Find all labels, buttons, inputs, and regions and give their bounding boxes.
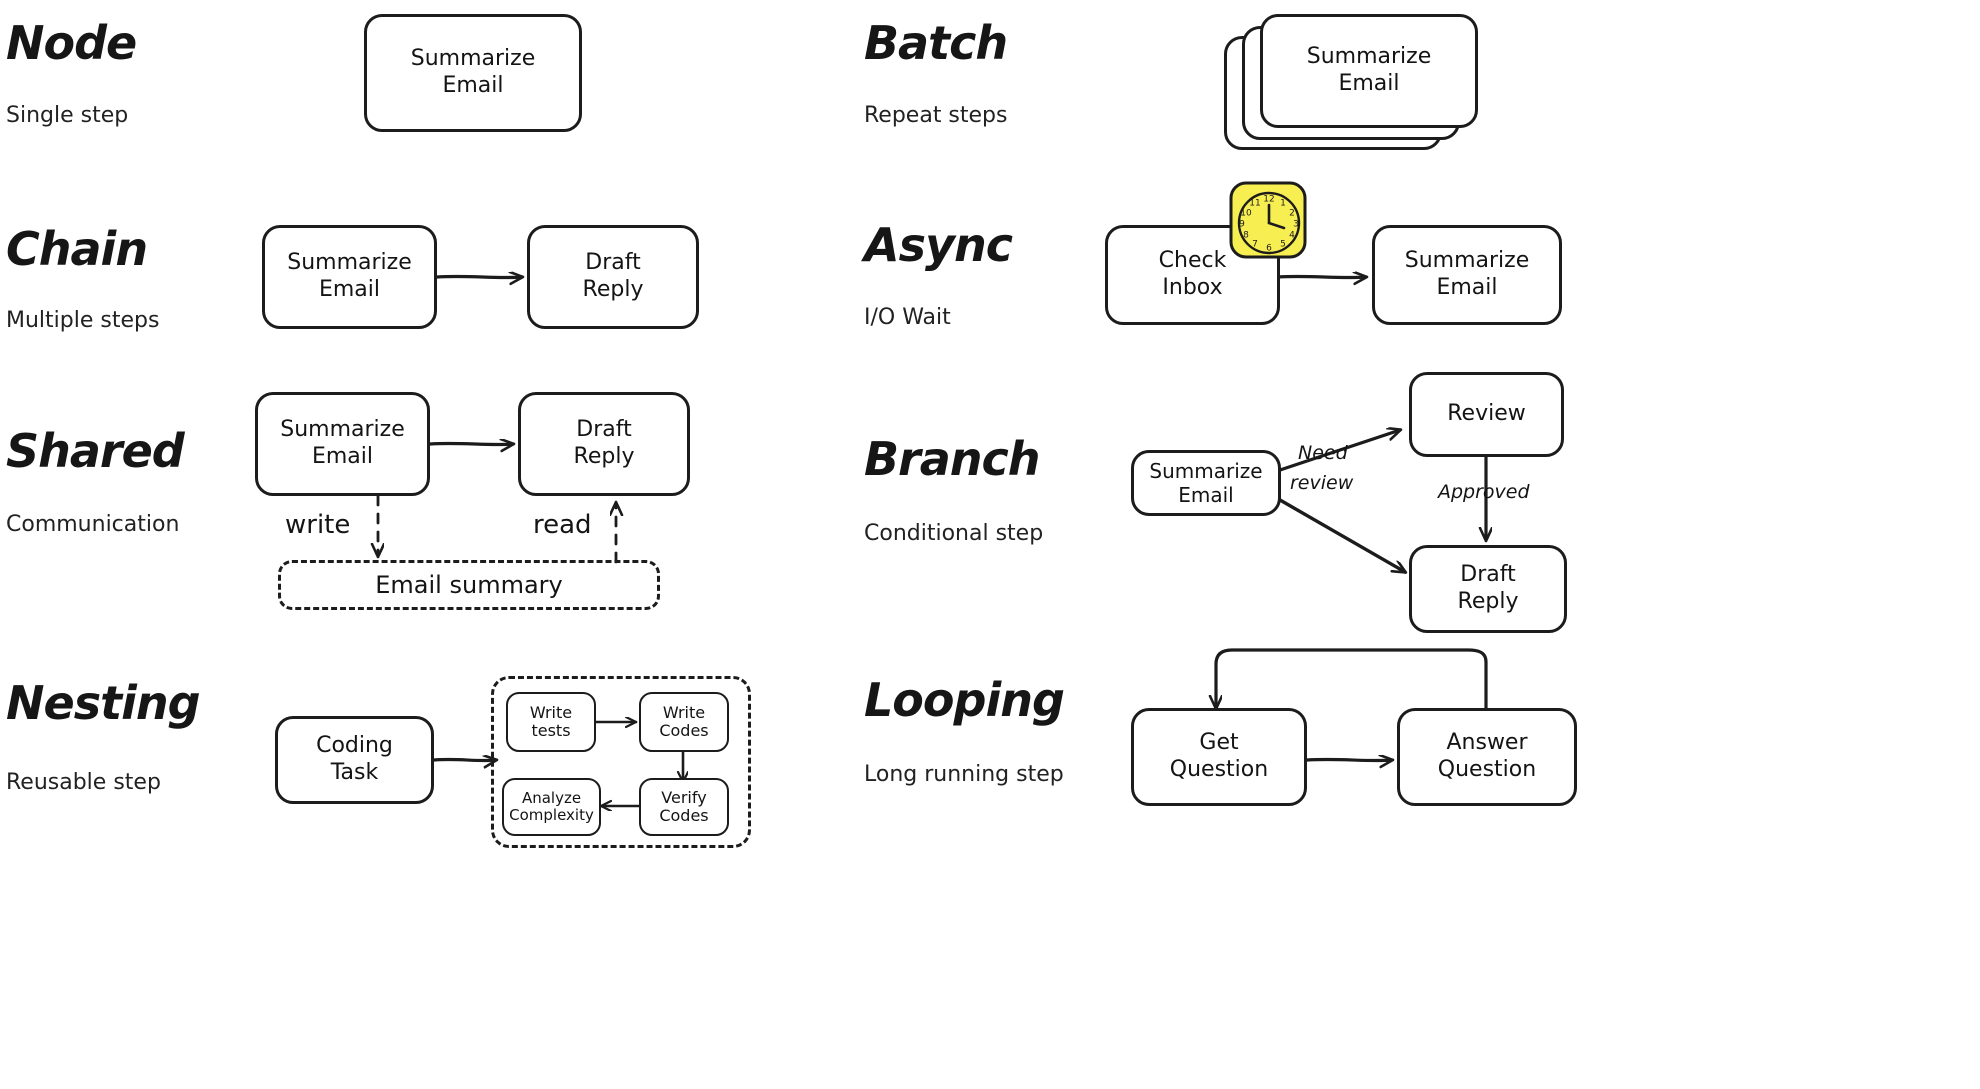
node-label: Analyze Complexity [509, 788, 594, 824]
node-label: Write tests [529, 702, 573, 740]
node-draft-reply-chain[interactable]: Draft Reply [527, 225, 699, 329]
svg-text:3: 3 [1293, 220, 1299, 230]
node-label: Check Inbox [1158, 248, 1227, 300]
node-write-codes[interactable]: Write Codes [639, 692, 729, 752]
shared-store-label: Email summary [375, 571, 563, 599]
svg-text:10: 10 [1240, 209, 1252, 219]
row-title-branch: Branch [864, 432, 1041, 486]
row-subtitle-batch: Repeat steps [864, 103, 1008, 128]
node-summarize-email-chain[interactable]: Summarize Email [262, 225, 437, 329]
svg-text:8: 8 [1243, 231, 1249, 241]
node-label: Summarize Email [1404, 248, 1530, 300]
node-label: Review [1447, 401, 1526, 427]
row-subtitle-looping: Long running step [864, 762, 1064, 787]
node-label: Draft Reply [582, 250, 644, 302]
edge-label-read: read [533, 510, 592, 540]
row-title-nesting: Nesting [6, 676, 201, 730]
svg-text:12: 12 [1263, 195, 1274, 205]
node-label: Answer Question [1437, 730, 1537, 782]
edge-async-inbox-to-summarize [1276, 276, 1366, 277]
edge-shared-summarize-to-draft [428, 443, 513, 444]
node-summarize-email-async[interactable]: Summarize Email [1372, 225, 1562, 325]
shared-store-email-summary[interactable]: Email summary [278, 560, 660, 610]
svg-text:2: 2 [1289, 209, 1295, 219]
nesting-subflow-group [491, 676, 751, 848]
row-subtitle-nesting: Reusable step [6, 770, 161, 795]
edge-label-approved: Approved [1438, 481, 1530, 503]
row-subtitle-node: Single step [6, 103, 129, 128]
node-summarize-email-batch[interactable]: Summarize Email [1260, 14, 1478, 128]
node-draft-reply-shared[interactable]: Draft Reply [518, 392, 690, 496]
node-answer-question[interactable]: Answer Question [1397, 708, 1577, 806]
svg-text:7: 7 [1252, 240, 1258, 250]
node-label: Summarize Email [1306, 44, 1432, 96]
edge-branch-summarize-to-draft [1278, 498, 1405, 572]
row-subtitle-branch: Conditional step [864, 521, 1044, 546]
edge-branch-summarize-to-review [1278, 430, 1400, 472]
row-title-batch: Batch [864, 16, 1008, 70]
row-subtitle-chain: Multiple steps [6, 308, 160, 333]
svg-text:11: 11 [1249, 199, 1260, 209]
row-title-looping: Looping [864, 673, 1065, 727]
node-label: Coding Task [316, 733, 393, 785]
node-label: Summarize Email [1149, 458, 1263, 507]
node-write-tests[interactable]: Write tests [506, 692, 596, 752]
node-label: Summarize Email [410, 46, 536, 98]
node-coding-task[interactable]: Coding Task [275, 716, 434, 804]
row-title-chain: Chain [6, 222, 148, 276]
node-label: Draft Reply [573, 417, 635, 469]
row-title-shared: Shared [6, 424, 185, 478]
edge-looping-get-to-answer [1305, 759, 1392, 760]
edge-label-write: write [285, 510, 351, 540]
svg-text:5: 5 [1280, 240, 1286, 250]
edge-label-need: Need [1298, 442, 1348, 464]
node-summarize-email[interactable]: Summarize Email [364, 14, 582, 132]
row-subtitle-shared: Communication [6, 512, 180, 537]
node-label: Draft Reply [1457, 562, 1519, 614]
svg-text:6: 6 [1266, 244, 1272, 254]
node-label: Write Codes [659, 702, 709, 740]
node-label: Verify Codes [659, 787, 709, 825]
row-title-node: Node [6, 16, 137, 70]
svg-text:1: 1 [1280, 199, 1286, 209]
svg-text:9: 9 [1239, 220, 1245, 230]
edge-looping-answer-to-get [1216, 648, 1488, 715]
node-summarize-email-shared[interactable]: Summarize Email [255, 392, 430, 496]
node-review[interactable]: Review [1409, 372, 1564, 457]
edge-label-review: review [1290, 472, 1354, 494]
node-draft-reply-branch[interactable]: Draft Reply [1409, 545, 1567, 633]
node-label: Summarize Email [287, 250, 412, 302]
svg-text:4: 4 [1289, 231, 1295, 241]
node-get-question[interactable]: Get Question [1131, 708, 1307, 806]
node-verify-codes[interactable]: Verify Codes [639, 778, 729, 836]
row-title-async: Async [864, 218, 1013, 272]
node-label: Get Question [1169, 730, 1269, 782]
node-analyze-complexity[interactable]: Analyze Complexity [502, 778, 601, 836]
edge-chain-summarize-to-draft [435, 276, 522, 277]
row-subtitle-async: I/O Wait [864, 305, 951, 330]
edge-nesting-task-to-subflow [432, 759, 496, 760]
node-summarize-email-branch[interactable]: Summarize Email [1131, 450, 1281, 516]
node-label: Summarize Email [280, 417, 405, 469]
